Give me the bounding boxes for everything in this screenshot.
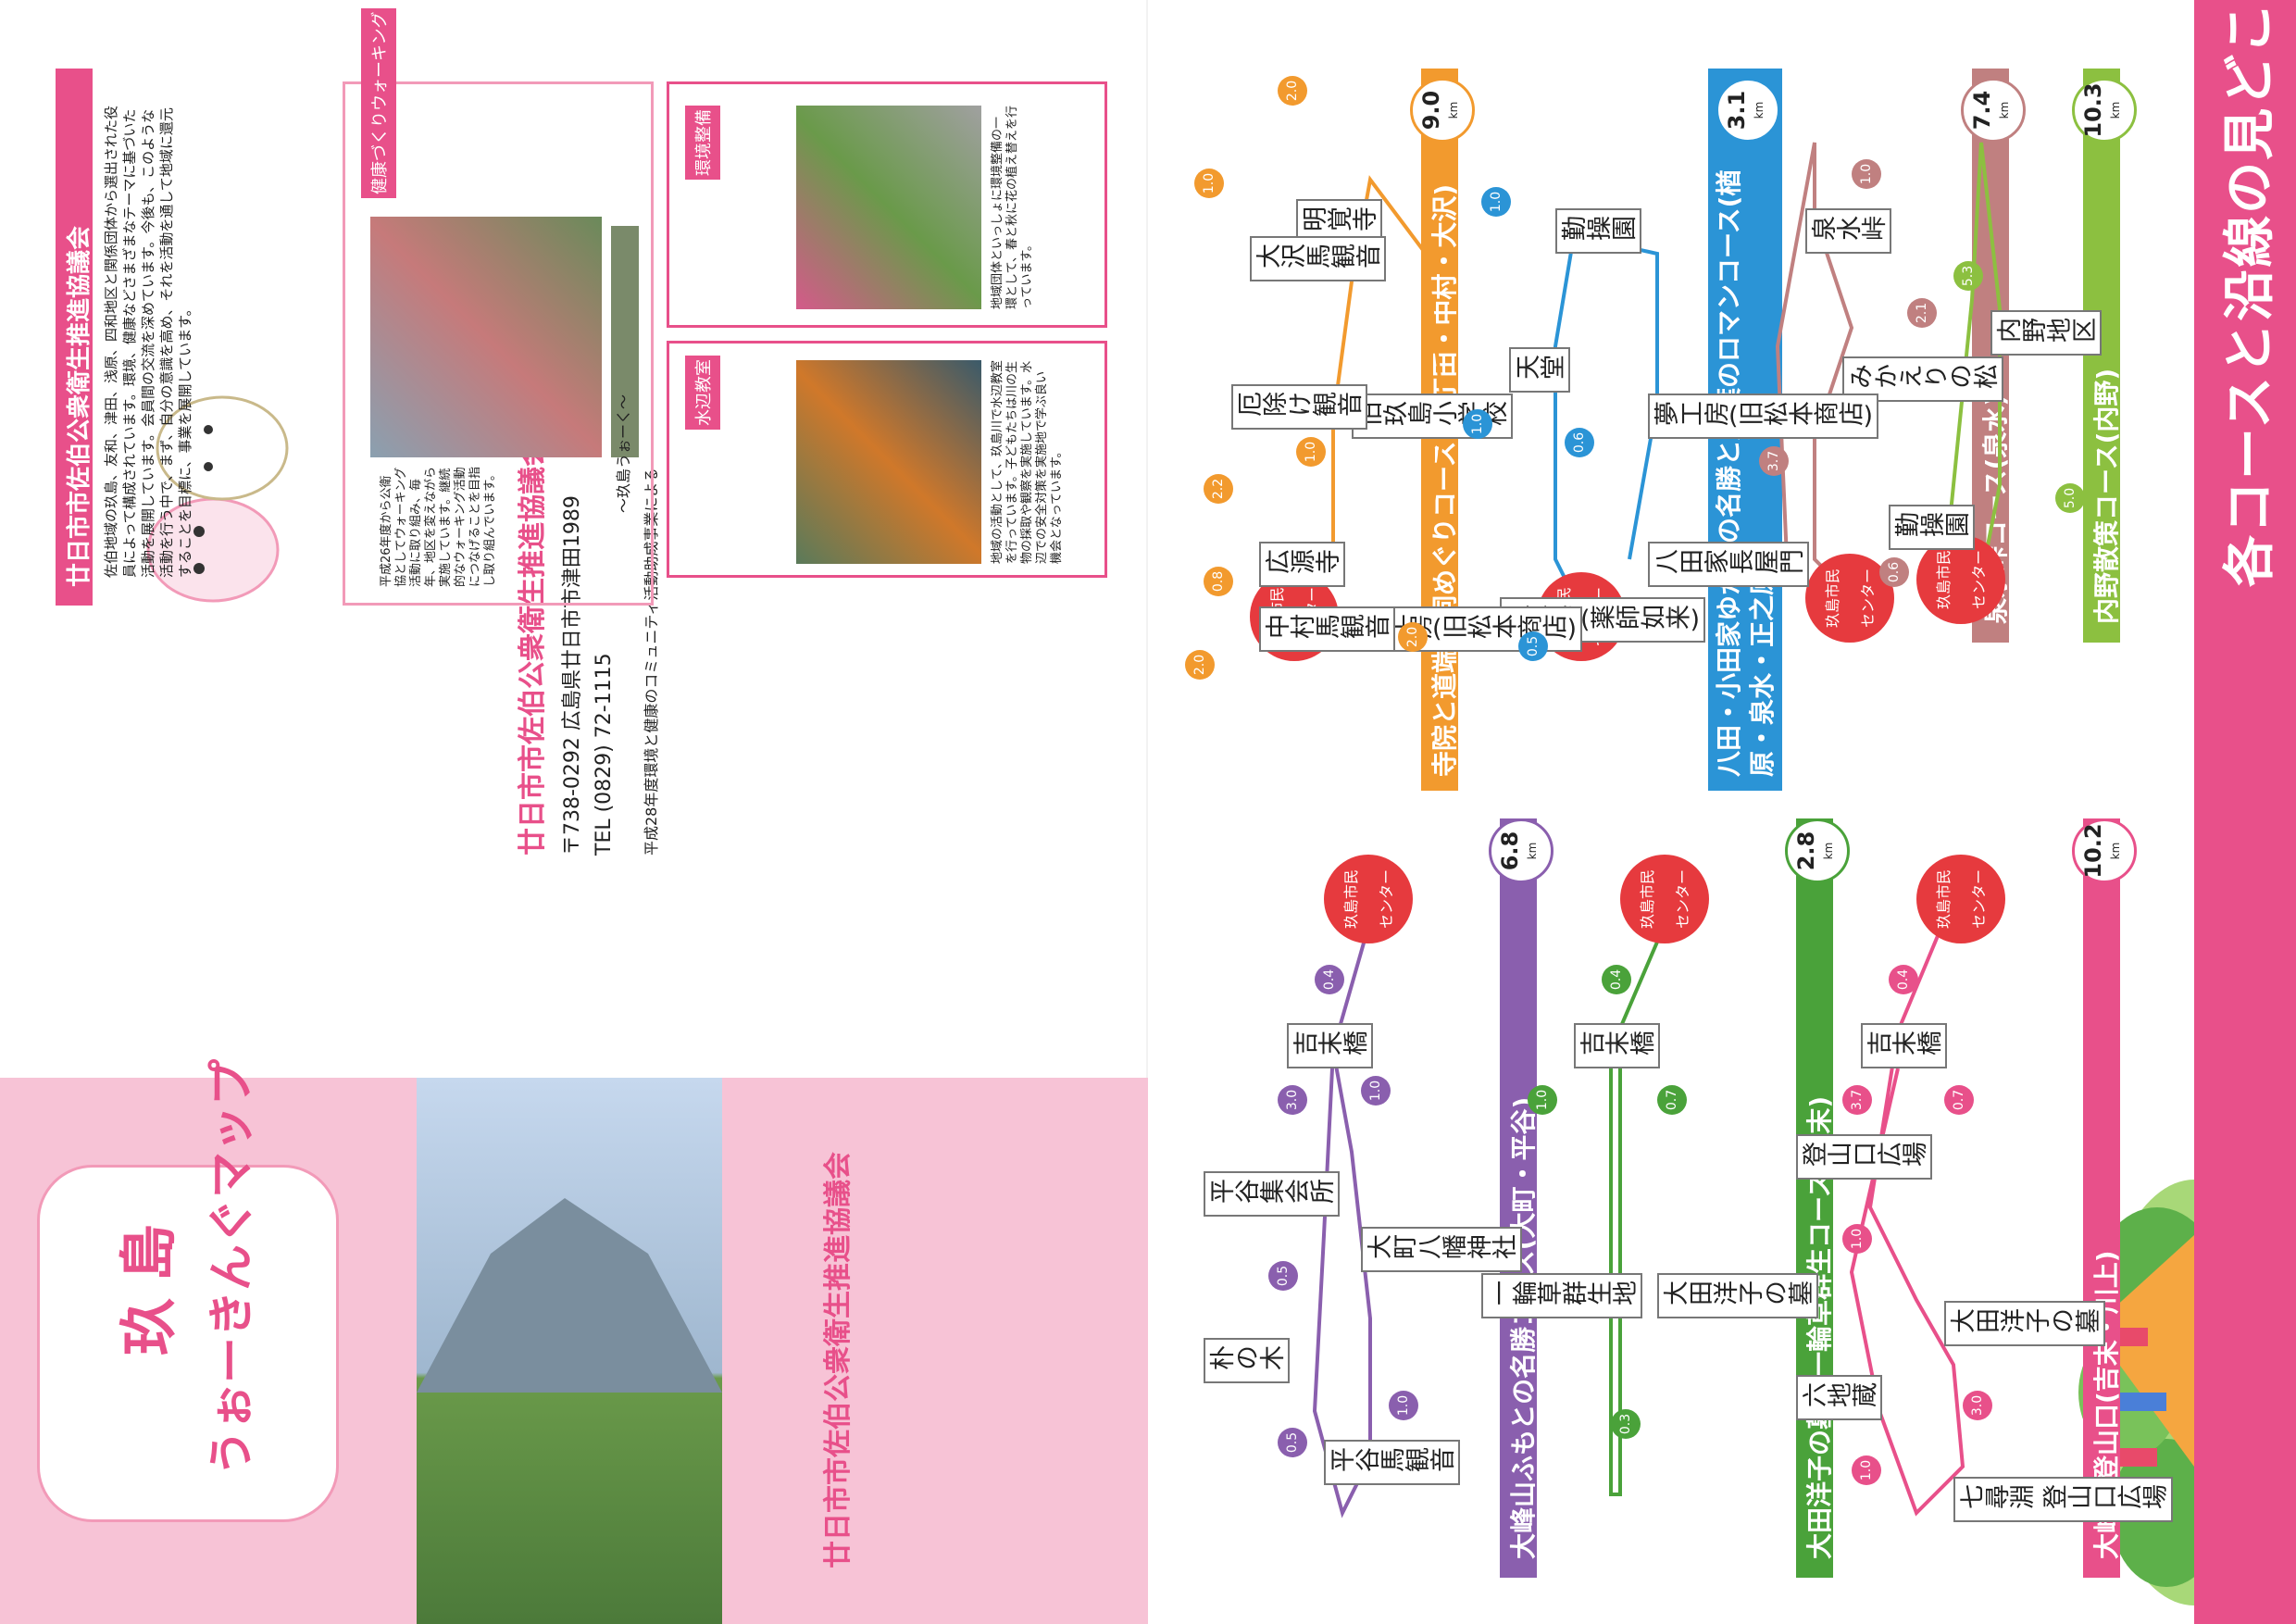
stop-tendo: 天堂 <box>1509 347 1570 393</box>
distance-marker: 0.8 <box>1204 567 1233 596</box>
distance-marker: 0.4 <box>1315 965 1344 994</box>
stop-hiratani-umakannon: 平谷馬観音 <box>1324 1440 1460 1485</box>
stop-hiratani-shukaijo: 平谷集会所 <box>1204 1171 1340 1217</box>
distance-marker: 0.5 <box>1268 1261 1298 1291</box>
mountain-graphic <box>417 1198 722 1393</box>
center-marker-fumoto: 玖島市民センター <box>1324 855 1413 943</box>
distance-marker: 2.0 <box>1185 650 1215 680</box>
distance-marker: 3.7 <box>1842 1085 1872 1115</box>
stop-yoshisue-bridge: 吉末橋 <box>1861 1023 1947 1068</box>
distance-marker: 3.7 <box>1759 446 1789 476</box>
activities-header: 廿日市市佐伯公衆衛生推進協議会 <box>66 225 94 587</box>
distance-marker: 1.0 <box>1481 187 1511 217</box>
distance-marker: 0.5 <box>1518 631 1548 661</box>
distance-marker: 2.1 <box>1907 298 1937 328</box>
stop-sensui-toge: 泉水峠 <box>1805 208 1891 254</box>
stop-gonsoen: 勤操園 <box>1889 505 1975 550</box>
water-text: 地域の活動として、玖島川で水辺教室を行っています。子どもたちは川の生物の採取や観… <box>991 360 1064 564</box>
environment-text: 地域団体といっしょに環境整備の一環として、春と秋に花の植え替えを行っています。 <box>991 106 1034 309</box>
stop-honoki: 朴の木 <box>1204 1338 1290 1383</box>
distance-marker: 1.0 <box>1389 1391 1418 1420</box>
walking-tag: 健康づくりウォーキング <box>361 7 396 198</box>
stop-rokujizo: 六地蔵 <box>1796 1375 1882 1420</box>
stop-hatta-nagayamon: 八田家長屋門 <box>1648 542 1809 587</box>
stop-ota-yoko-grave: 大田洋子の墓 <box>1944 1301 2105 1346</box>
activities-intro: 佐伯地域の玖島、友和、津田、浅原、四和地区と関係団体から選出された役員によって構… <box>103 105 193 578</box>
distance-marker: 1.0 <box>1852 159 1881 189</box>
distance-marker: 1.0 <box>1296 437 1326 467</box>
stop-kogenji: 広源寺 <box>1259 542 1345 587</box>
stop-gonsoen-f: 勤操園 <box>1555 208 1641 254</box>
cover-org: 廿日市市佐伯公衆衛生推進協議会 <box>822 1152 855 1568</box>
stop-yoshisue-bridge-b: 吉末橋 <box>1574 1023 1660 1068</box>
water-tag: 水辺教室 <box>685 356 720 430</box>
distance-marker: 0.6 <box>1879 557 1909 587</box>
distance-marker: 1.0 <box>1361 1076 1391 1106</box>
distance-marker: 0.3 <box>1611 1409 1641 1439</box>
distance-marker: 0.6 <box>1565 428 1594 457</box>
stop-uchino-chiku: 内野地区 <box>1990 310 2102 356</box>
stop-yoshisue-bridge-c: 吉末橋 <box>1287 1023 1373 1068</box>
distance-marker: 2.0 <box>1278 76 1307 106</box>
distance-marker: 1.0 <box>1463 409 1492 439</box>
stop-ichirinso: 一輪草群生地 <box>1481 1273 1642 1318</box>
stop-nanahirobuchi: 七尋淵 登山口広場 <box>1953 1477 2173 1522</box>
stop-tozanguchi-hiroba: 登山口広場 <box>1796 1134 1932 1180</box>
distance-marker: 2.2 <box>1204 474 1233 504</box>
distance-marker: 0.5 <box>1278 1428 1307 1457</box>
distance-marker: 1.0 <box>1842 1224 1872 1254</box>
contact-tel: TEL (0829) 72-1115 <box>593 653 616 856</box>
distance-marker: 0.4 <box>1889 965 1918 994</box>
water-photo <box>796 360 981 564</box>
distance-marker: 1.0 <box>1852 1455 1881 1485</box>
environment-tag: 環境整備 <box>685 106 720 180</box>
distance-marker: 5.0 <box>2055 483 2085 513</box>
distance-marker: 1.0 <box>1528 1085 1557 1115</box>
distance-marker: 0.7 <box>1944 1085 1974 1115</box>
distance-marker: 3.0 <box>1278 1085 1307 1115</box>
walking-caption: ～玖島うぉーく～ <box>615 394 632 513</box>
mascot-illustration <box>146 395 289 603</box>
walking-text: 平成26年度から公衛協としてウォーキング活動に取り組み、毎年、地区を変えながら実… <box>380 466 497 587</box>
course-title: 各コースと沿線の見どころ <box>2220 0 2296 587</box>
distance-marker: 0.7 <box>1657 1085 1687 1115</box>
distance-marker: 1.0 <box>1194 169 1224 198</box>
stop-nakamura-umakannon: 中村馬観音 <box>1259 606 1395 652</box>
distance-marker: 3.0 <box>1963 1391 1992 1420</box>
distance-marker: 2.0 <box>1398 622 1428 652</box>
stop-ota-yoko-grave-b: 大田洋子の墓 <box>1657 1273 1818 1318</box>
cover-title-bubble <box>37 1165 339 1522</box>
stop-omachi-hachiman: 大町八幡神社 <box>1361 1227 1522 1272</box>
walking-photo-1 <box>370 217 602 457</box>
cover-title-line2: うぉーきんぐマップ <box>205 1059 258 1476</box>
distance-marker: 0.4 <box>1602 965 1631 994</box>
stop-yakuyoke-kannon: 厄除け観音 <box>1231 384 1367 430</box>
stop-osawa-umakannon: 大沢馬観音 <box>1250 236 1386 281</box>
stop-yumekobo-f: 夢工房(旧松本商店) <box>1648 394 1879 439</box>
center-marker-ota: 玖島市民センター <box>1620 855 1709 943</box>
center-marker-oominesan: 玖島市民センター <box>1916 855 2005 943</box>
cover-title-line1: 玖島 <box>115 1206 182 1355</box>
distance-marker: 5.3 <box>1953 261 1983 291</box>
environment-photo <box>796 106 981 309</box>
